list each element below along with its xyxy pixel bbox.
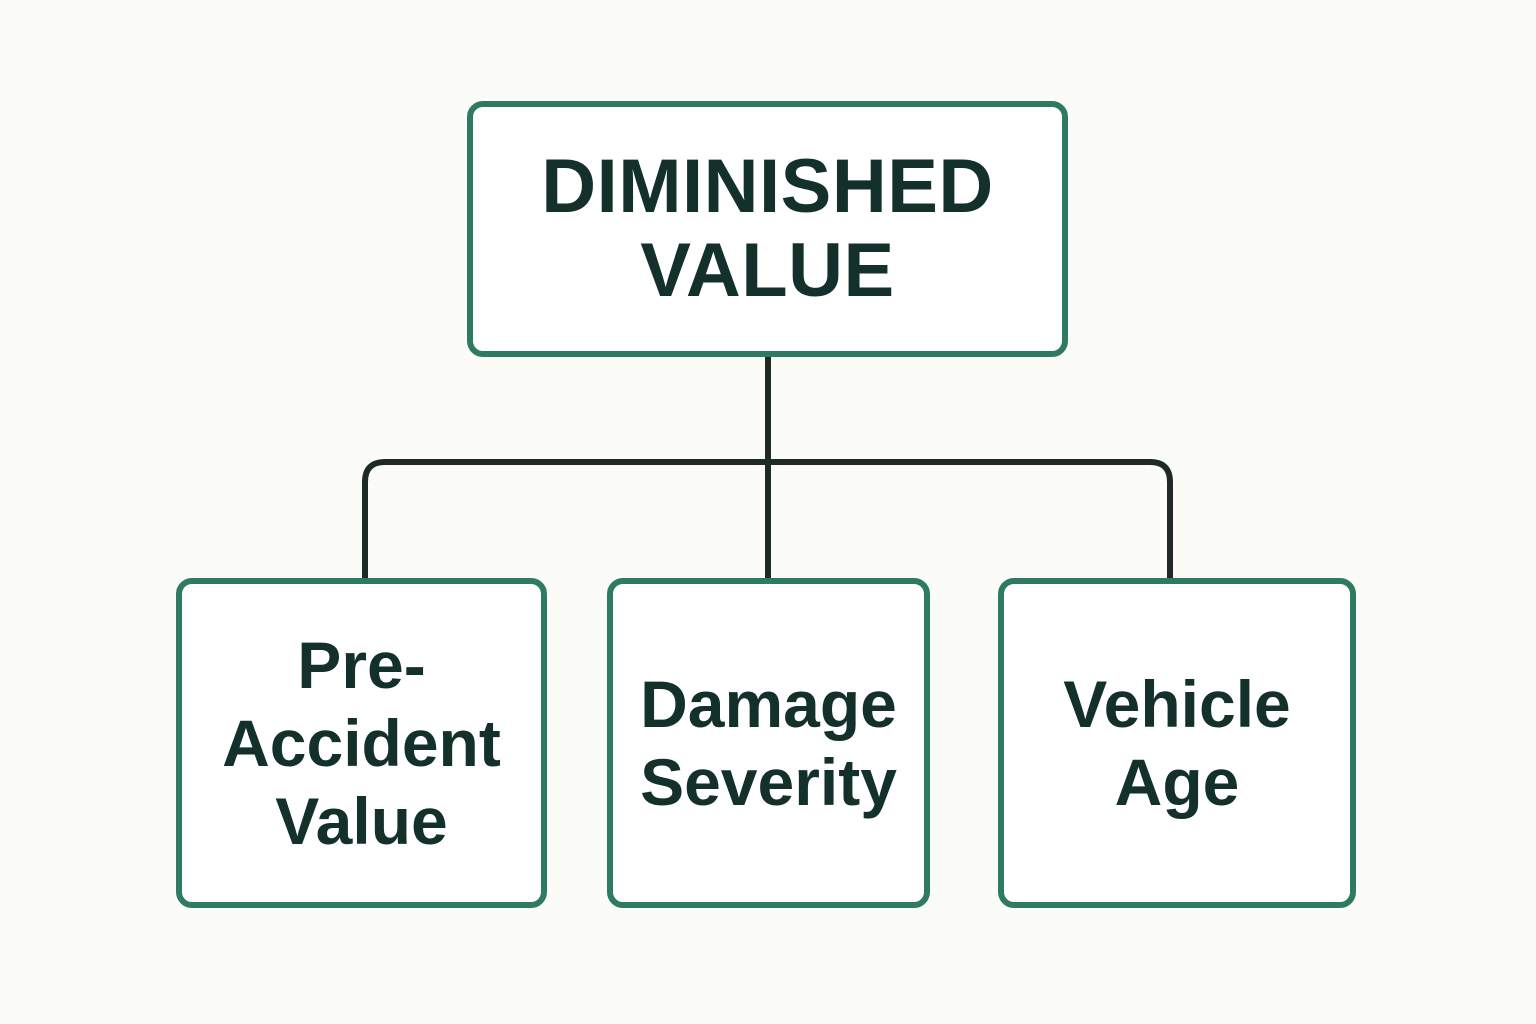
child-node-label: Damage Severity (640, 667, 897, 819)
child-node-label: Pre-Accident Value (222, 628, 501, 858)
child-node-pre-accident-value: Pre-Accident Value (176, 578, 547, 908)
child-node-vehicle-age: Vehicle Age (998, 578, 1356, 908)
child-node-label: Vehicle Age (1063, 667, 1291, 819)
root-node-diminished-value: DIMINISHED VALUE (467, 101, 1068, 357)
child-node-damage-severity: Damage Severity (607, 578, 930, 908)
root-node-label: DIMINISHED VALUE (541, 144, 994, 313)
